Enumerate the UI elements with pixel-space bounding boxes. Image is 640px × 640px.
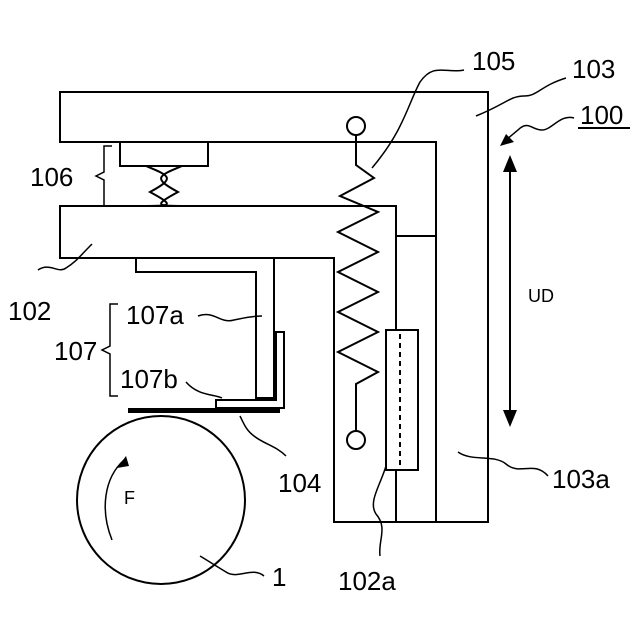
device-arrow [506, 117, 574, 140]
leader-103 [476, 78, 566, 116]
brace-106 [96, 146, 112, 206]
roller-1 [77, 416, 245, 584]
connector-block [120, 142, 208, 166]
label-102: 102 [8, 296, 51, 326]
label-107: 107 [54, 336, 97, 366]
holder-part-102a [386, 330, 418, 470]
label-107b: 107b [120, 364, 178, 394]
label-ud: UD [528, 286, 554, 306]
label-103: 103 [572, 54, 615, 84]
leader-107b [186, 382, 222, 398]
label-f: F [124, 488, 135, 508]
label-100: 100 [580, 100, 623, 130]
brace-107 [102, 304, 118, 396]
label-103a: 103a [552, 464, 610, 494]
label-102a: 102a [338, 566, 396, 596]
direction-arrow-ud [503, 155, 517, 427]
leader-107a [198, 314, 262, 320]
leader-104 [240, 416, 286, 456]
blade-104 [128, 408, 280, 413]
label-1: 1 [272, 562, 286, 592]
label-104: 104 [278, 468, 321, 498]
label-105: 105 [472, 46, 515, 76]
label-106: 106 [30, 162, 73, 192]
label-107a: 107a [126, 300, 184, 330]
connector-elastic [146, 166, 182, 206]
